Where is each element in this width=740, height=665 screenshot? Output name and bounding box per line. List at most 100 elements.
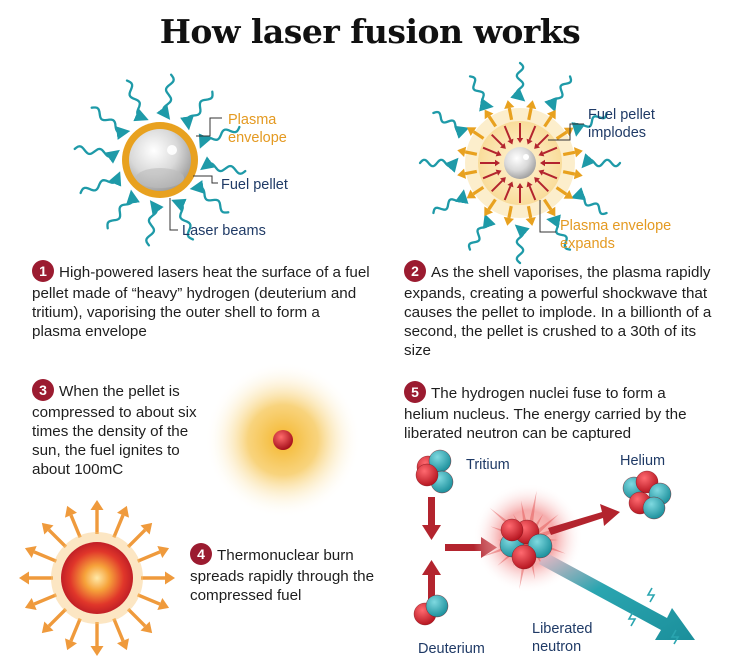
label-plasma-envelope: Plasma envelope (228, 112, 287, 146)
burn-arrow (112, 514, 125, 538)
laser-beam (432, 189, 469, 215)
label-plasma-envelope-expands: Plasma envelope expands (560, 218, 672, 252)
implosion-arrow-icon (480, 123, 560, 203)
expansion-arrow-icon (19, 500, 175, 656)
expansion-arrow-icon (457, 100, 583, 226)
laser-beam (510, 61, 526, 102)
label-laser-beams: Laser beams (182, 223, 266, 239)
expansion-arrow (464, 169, 478, 176)
expansion-arrow (555, 186, 568, 196)
burn-arrow (69, 618, 82, 642)
label-fuel-pellet-implodes: Fuel pellet implodes (588, 107, 655, 141)
fusion-glow-icon (61, 542, 133, 614)
implosion-arrow (528, 125, 537, 141)
panel4-diagram (19, 500, 175, 656)
label-tritium: Tritium (466, 457, 510, 473)
helium-arrow-icon (548, 504, 620, 535)
burn-arrow (137, 550, 161, 563)
panel1-diagram (73, 73, 247, 247)
laser-beam (73, 145, 120, 164)
step-number-badge: 3 (32, 379, 54, 401)
laser-beam (171, 198, 195, 241)
laser-beam (546, 214, 572, 251)
expansion-arrow (527, 107, 533, 121)
laser-beam (581, 153, 622, 169)
energy-arrow-icon (539, 552, 695, 640)
label-deuterium: Deuterium (418, 641, 485, 657)
laser-beam (570, 187, 608, 216)
step-text: Thermonuclear burn spreads rapidly throu… (190, 547, 375, 604)
panel2-diagram (418, 61, 622, 265)
step-number-badge: 1 (32, 260, 54, 282)
step-text: As the shell vaporises, the plasma rapid… (404, 264, 712, 359)
laser-beam (200, 156, 247, 175)
laser-beam (467, 213, 496, 251)
compressed-pellet-icon (273, 430, 293, 450)
step-text: High-powered lasers heat the surface of … (32, 264, 370, 340)
implosion-arrow (503, 125, 512, 141)
laser-beam (79, 171, 122, 195)
expansion-arrow (464, 150, 478, 156)
label-liberated-neutron: Liberated neutron (532, 621, 593, 655)
laser-beam (432, 110, 470, 139)
page-title: How laser fusion works (159, 12, 581, 51)
laser-wave-icon (73, 73, 247, 247)
expansion-arrow (542, 198, 553, 211)
laser-beam (514, 224, 530, 265)
expansion-arrow (562, 150, 576, 157)
implosion-arrow (491, 179, 504, 192)
label-helium: Helium (620, 453, 666, 469)
laser-beam (468, 75, 494, 112)
lightning-icon (627, 587, 680, 645)
laser-wave-icon (418, 61, 622, 265)
neutron (425, 594, 449, 618)
burn-arrow (69, 514, 82, 538)
burn-arrow (137, 593, 161, 606)
laser-beam (156, 73, 175, 120)
laser-beam (571, 111, 608, 137)
step-number-badge: 2 (404, 260, 426, 282)
expansion-arrow (555, 130, 568, 141)
expansion-arrow (487, 115, 498, 128)
step-number-badge: 5 (404, 381, 426, 403)
burn-arrow (33, 593, 57, 606)
implosion-arrow (528, 185, 537, 201)
burn-arrow (112, 618, 125, 642)
label-fuel-pellet: Fuel pellet (221, 177, 288, 193)
implosion-arrow (482, 171, 498, 180)
laser-beam (90, 106, 131, 140)
implosion-arrow (542, 146, 558, 155)
expansion-arrow (472, 185, 485, 196)
burn-arrow (126, 528, 147, 549)
laser-beam (125, 79, 149, 122)
expansion-arrow (543, 115, 553, 128)
laser-beam (418, 157, 459, 173)
expansion-arrow (507, 205, 513, 219)
implosion-arrow (536, 134, 549, 147)
implosion-arrow (491, 134, 504, 147)
nucleus-icon (413, 449, 672, 626)
burn-arrow (126, 607, 147, 628)
implosion-arrow (542, 171, 558, 180)
expansion-arrow (526, 205, 533, 219)
implosion-arrow (536, 179, 549, 192)
burn-arrow (47, 528, 68, 549)
neutron (642, 496, 666, 520)
laser-beam (180, 90, 214, 131)
step-text: When the pellet is compressed to about s… (32, 383, 197, 478)
laser-beam (198, 125, 241, 149)
proton (511, 544, 537, 570)
panel3-diagram (205, 362, 361, 518)
implosion-arrow (482, 146, 498, 155)
proton (500, 518, 524, 542)
burn-arrow (33, 550, 57, 563)
laser-beam (544, 75, 573, 113)
step-text: The hydrogen nuclei fuse to form a heliu… (404, 385, 687, 442)
expansion-arrow (472, 130, 485, 140)
proton (415, 463, 439, 487)
